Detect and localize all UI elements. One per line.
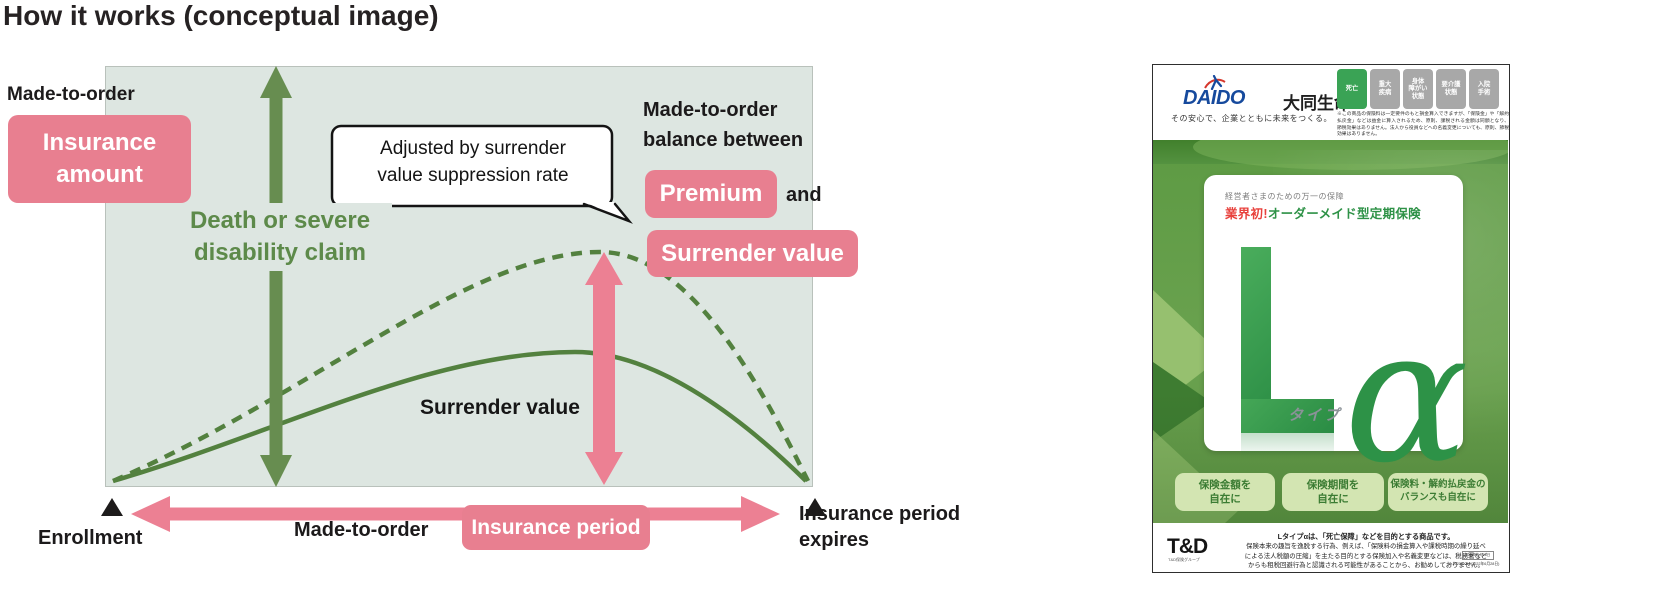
callout-text: Adjusted by surrender value suppression … xyxy=(377,138,569,186)
product-letter-reflection xyxy=(1241,433,1334,459)
surrender-value-badge: Surrender value xyxy=(647,230,858,277)
footer-stamp: 2022年6月28日 xyxy=(1462,551,1494,560)
product-type-label: タイプ xyxy=(1288,407,1343,424)
enrollment-marker-triangle xyxy=(101,498,123,516)
and-label: and xyxy=(786,184,822,206)
panel-title: 業界初!オーダーメイド型定期保険 xyxy=(1225,203,1421,222)
made-to-order-top-label: Made-to-order xyxy=(7,84,135,105)
footer-text-block: Lタイプαは、「死亡保障」などを目的とする商品です。 保険本来の趣旨を逸脱する行… xyxy=(1239,532,1493,571)
enrollment-label: Enrollment xyxy=(38,527,143,549)
made-to-order-bottom-label: Made-to-order xyxy=(294,519,429,541)
coverage-tab-hospitalization: 入院 手術 xyxy=(1469,69,1499,109)
insurance-period-arrow xyxy=(131,496,780,532)
panel-title-red: 業界初! xyxy=(1225,207,1268,221)
premium-badge: Premium xyxy=(645,170,777,218)
feature-insurance-period: 保険期間を 自在に xyxy=(1282,473,1384,511)
footer-disclaimer: 保険本来の趣旨を逸脱する行為、例えば、「保険料の損金算入や課税時期の繰り延べ に… xyxy=(1244,543,1488,570)
balance-heading: Made-to-order balance between xyxy=(643,99,804,151)
panel-title-green: オーダーメイド型定期保険 xyxy=(1267,207,1421,221)
product-pamphlet-image: DAIDO 大同生命 その安心で、企業とともに未来をつくる。 死亡 重大 疾病 … xyxy=(1152,64,1510,573)
td-group-label: T&D保険グループ xyxy=(1168,557,1200,562)
daido-tagline: その安心で、企業とともに未来をつくる。 xyxy=(1171,114,1333,123)
coverage-tab-disability: 身体 障がい 状態 xyxy=(1403,69,1433,109)
footer-code: A.2023-0010(2022年6月28日) xyxy=(1449,562,1500,566)
product-letter-l-horizontal xyxy=(1241,399,1334,433)
coverage-tab-death: 死亡 xyxy=(1337,69,1367,109)
insurance-amount-badge: Insurance amount xyxy=(8,115,191,203)
expiry-marker-triangle xyxy=(804,498,826,516)
death-claim-label: Death or severe disability claim xyxy=(168,203,392,271)
footer-bold-line: Lタイプαは、「死亡保障」などを目的とする商品です。 xyxy=(1277,532,1455,541)
feature-insurance-amount: 保険金額を 自在に xyxy=(1175,473,1275,511)
insurance-period-expires-label: Insurance period expires xyxy=(799,503,961,551)
product-alpha-letter: α xyxy=(1344,288,1469,504)
feature-premium-balance: 保険料・解約払戻金の バランスも自在に xyxy=(1388,473,1488,511)
daido-logo-mark-icon xyxy=(1204,75,1226,90)
daido-logo-text: DAIDO xyxy=(1183,87,1245,109)
panel-eyebrow: 経営者さまのための万一の保障 xyxy=(1225,192,1344,201)
product-panel: 経営者さまのための万一の保障 業界初!オーダーメイド型定期保険 タイプ α xyxy=(1204,175,1469,489)
page-title: How it works (conceptual image) xyxy=(3,0,439,31)
insurance-period-badge: Insurance period xyxy=(462,505,650,550)
coverage-tab-serious-illness: 重大 疾病 xyxy=(1370,69,1400,109)
td-logo: T&D xyxy=(1167,535,1208,558)
pamphlet-header-disclaimer: ※この商品の保険料は一定要件のもと損金算入できますが、「保険金」や「解約払戻金」… xyxy=(1337,112,1509,138)
coverage-tab-nursing-care: 要介護 状態 xyxy=(1436,69,1466,109)
surrender-value-curve-label: Surrender value xyxy=(420,396,580,419)
daido-company-name: 大同生命 xyxy=(1283,94,1351,113)
pamphlet-footer: T&D T&D保険グループ Lタイプαは、「死亡保障」などを目的とする商品です。… xyxy=(1153,523,1508,571)
